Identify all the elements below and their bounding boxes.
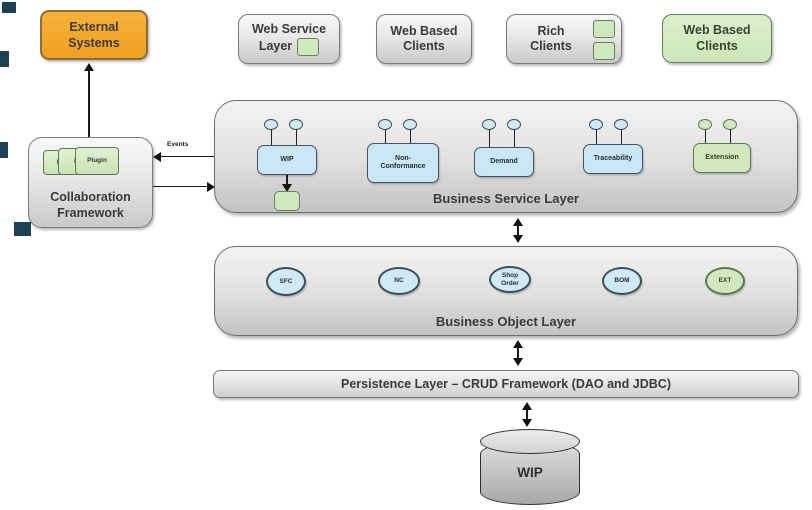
service-component-non-conformance: Non- Conformance [367,143,439,183]
persistence-layer-bar: Persistence Layer – CRUD Framework (DAO … [213,370,799,398]
arrow-events-to-collaboration [153,151,214,162]
web-based-clients-green-label-line1: Web Based [683,23,751,37]
business-service-layer-title: Business Service Layer [433,191,579,206]
business-service-layer: WIP Non- Conformance Demand Traceabilit [214,100,798,213]
rich-clients-label-line1: Rich [537,23,565,38]
wip-database-label: WIP [517,465,543,480]
page-edge-mark-icon [0,142,8,158]
arrow-wip-to-extension-point [282,175,292,192]
business-object-label: EXT [718,277,732,285]
service-component-demand: Demand [474,147,534,177]
service-component-traceability: Traceability [583,144,643,174]
service-component-wip: WIP [257,145,317,175]
green-square-icon [593,42,615,60]
web-based-clients-green-label-line2: Clients [696,38,738,53]
service-component-label: WIP [280,155,294,163]
web-based-clients-label-line1: Web Based [390,23,458,38]
collaboration-framework-label-line1: Collaboration [50,190,131,204]
web-based-clients-label-line2: Clients [403,39,445,53]
green-square-icon [297,37,320,56]
page-edge-mark-icon [0,51,9,67]
collaboration-framework-box: Pl Plu Plugin Collaboration Framework [28,137,153,228]
events-label: Events [167,141,189,148]
collaboration-framework-label-line2: Framework [57,205,124,220]
service-component-label: Demand [490,157,518,165]
arrow-object-persistence [513,340,523,366]
web-service-layer-box: Web Service Layer [238,14,340,64]
business-object-shop-order: Shop Order [489,266,531,293]
business-object-layer: SFC NC Shop Order BOM EXT Business Objec… [214,246,798,336]
database-cylinder-top-icon [480,429,580,454]
service-component-label: Traceability [593,154,633,162]
business-object-layer-title: Business Object Layer [435,314,577,329]
service-component-extension: Extension [693,143,751,173]
arrow-collaboration-to-service-layer [153,181,215,192]
business-object-label-line2: Order [501,279,519,287]
wip-extension-point-box [274,191,300,211]
plugin-box: Plugin [75,147,119,175]
external-systems-label-line2: Systems [68,36,120,50]
service-component-label-line1: Non- [395,154,411,162]
web-service-layer-label-line2: Layer [258,39,293,53]
page-edge-mark-icon [2,2,16,13]
external-systems-box: External Systems [40,10,148,60]
wip-database-cylinder: WIP [480,429,580,506]
rich-clients-label-line2: Clients [530,39,572,53]
persistence-layer-title: Persistence Layer – CRUD Framework (DAO … [341,377,671,391]
business-object-label-line1: Shop [501,272,519,279]
web-based-clients-green-box: Web Based Clients [662,14,772,63]
rich-clients-box: Rich Clients [506,14,622,64]
green-square-icon [593,20,615,38]
business-object-label: BOM [614,277,630,285]
business-object-label: SFC [279,277,293,285]
web-based-clients-box: Web Based Clients [376,14,472,64]
business-object-ext: EXT [705,267,745,295]
service-component-label-line2: Conformance [380,163,426,170]
business-object-sfc: SFC [266,267,306,296]
web-service-layer-label-line1: Web Service [251,22,327,37]
business-object-nc: NC [378,267,420,295]
external-systems-label-line1: External [69,20,119,34]
plugin-label: Plugin [87,157,107,165]
business-object-label: NC [394,277,404,285]
page-edge-mark-icon [14,222,31,236]
arrow-persistence-database [522,402,532,427]
arrow-service-object [513,218,523,243]
service-component-label: Extension [705,153,739,161]
business-object-bom: BOM [602,267,642,295]
arrow-collaboration-to-external [84,63,94,137]
